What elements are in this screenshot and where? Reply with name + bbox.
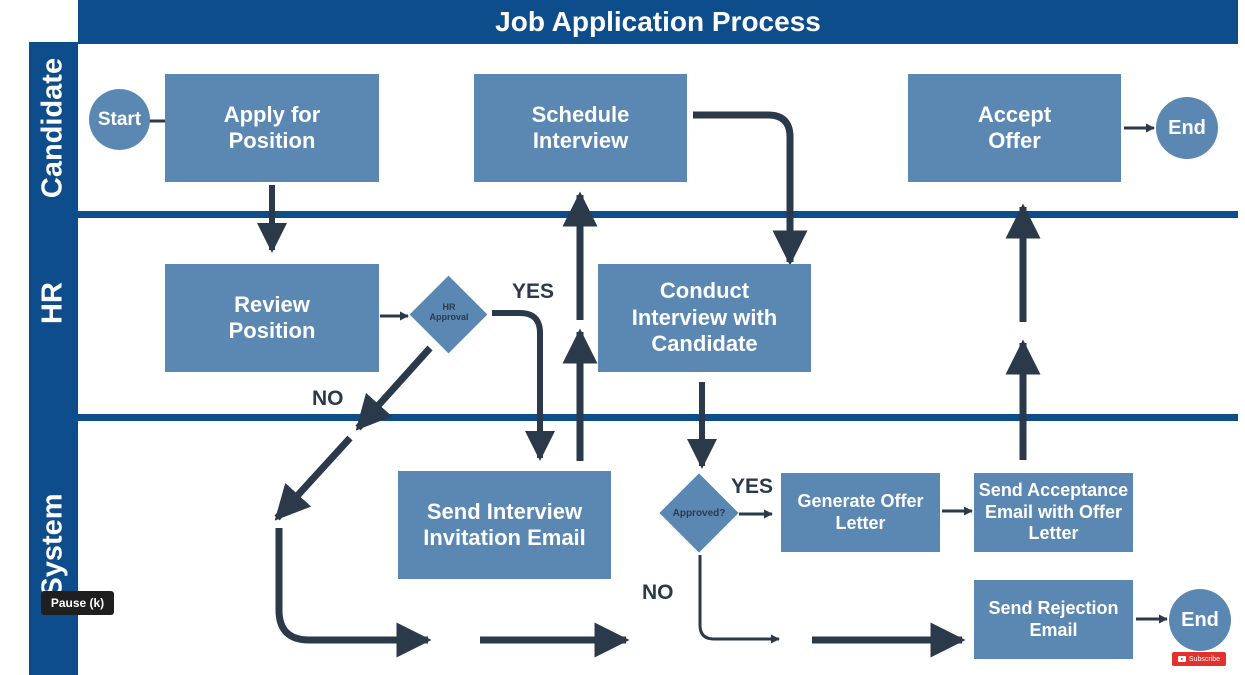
arrow-no-continue [274, 435, 353, 521]
no-label-approved: NO [642, 581, 674, 604]
yes-label-hr-approval: YES [512, 280, 555, 303]
arrow-no-bottom-route [275, 528, 432, 658]
arrow-approval-yes-to-invite [492, 310, 555, 461]
arrow-approved-no-down [698, 555, 780, 644]
end-node-bottom: End [1169, 589, 1231, 651]
swimlane-header-column [29, 42, 78, 675]
review-position-box: Review Position [165, 264, 379, 372]
subscribe-button[interactable]: Subscribe [1172, 652, 1226, 666]
send-rejection-email-box: Send Rejection Email [974, 580, 1133, 659]
approved-label: Approved? [672, 508, 726, 519]
pause-button[interactable]: Pause (k) [41, 591, 114, 615]
arrow-approval-no-down [355, 345, 433, 431]
lane-divider-hr-system [78, 414, 1238, 421]
end-node-top: End [1156, 97, 1218, 159]
send-interview-invitation-box: Send Interview Invitation Email [398, 471, 611, 579]
accept-offer-box: Accept Offer [908, 74, 1121, 182]
arrow-schedule-to-conduct [693, 111, 808, 266]
subscribe-label: Subscribe [1188, 655, 1221, 663]
start-node: Start [89, 89, 150, 150]
hr-approval-label: HR Approval [429, 302, 469, 323]
apply-for-position-box: Apply for Position [165, 74, 379, 182]
generate-offer-letter-box: Generate Offer Letter [781, 473, 940, 552]
youtube-icon [1177, 656, 1186, 662]
no-label-hr-approval: NO [312, 387, 344, 410]
send-acceptance-email-box: Send Acceptance Email with Offer Letter [974, 473, 1133, 552]
schedule-interview-box: Schedule Interview [474, 74, 687, 182]
diagram-title: Job Application Process [78, 0, 1238, 44]
lane-divider-candidate-hr [78, 211, 1238, 218]
conduct-interview-box: Conduct Interview with Candidate [598, 264, 811, 372]
yes-label-approved: YES [731, 475, 774, 498]
